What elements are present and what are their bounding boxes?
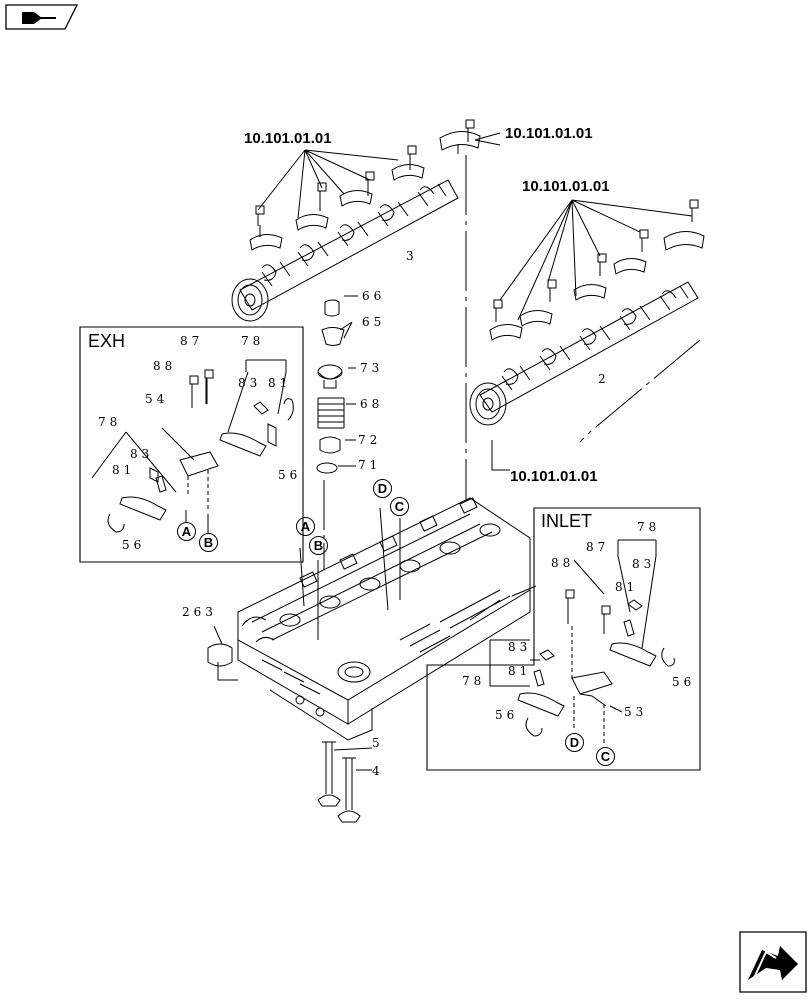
camshaft-3 <box>231 179 459 322</box>
inlet-callout-83-bottom: 83 <box>508 640 532 654</box>
inlet-assembly <box>489 539 675 746</box>
ref-leader-3 <box>499 199 693 321</box>
inlet-callout-56-left: 56 <box>495 708 519 722</box>
exh-callout-56-bottom: 56 <box>122 538 146 552</box>
head-marker-b: B <box>309 536 328 555</box>
cam3-caps <box>249 119 481 251</box>
exh-marker-a: A <box>177 522 196 541</box>
ref-label-camcap-left: 10.101.01.01 <box>244 130 332 147</box>
plug-263 <box>207 625 233 667</box>
book-return-icon[interactable] <box>12 8 68 26</box>
callout-4: 4 <box>372 764 384 778</box>
inlet-callout-83-top: 83 <box>632 557 656 571</box>
callout-71: 71 <box>358 458 382 472</box>
callout-3: 3 <box>406 249 418 263</box>
inlet-marker-c: C <box>596 747 615 766</box>
inlet-callout-81-top: 81 <box>615 580 639 594</box>
exh-callout-83-top: 83 <box>238 376 262 390</box>
exh-assembly <box>91 359 294 534</box>
callout-73: 73 <box>360 361 384 375</box>
inlet-callout-81-bottom: 81 <box>508 664 532 678</box>
exh-marker-b: B <box>199 533 218 552</box>
ref-label-camcap-top: 10.101.01.01 <box>505 125 593 142</box>
callout-2: 2 <box>598 372 610 386</box>
inlet-callout-87: 87 <box>586 540 610 554</box>
callout-72: 72 <box>358 433 382 447</box>
exh-callout-83-bottom: 83 <box>130 447 154 461</box>
exh-callout-87: 87 <box>180 334 204 348</box>
inlet-callout-88: 88 <box>551 556 575 570</box>
inlet-marker-d: D <box>565 733 584 752</box>
exh-callout-78-bottom: 78 <box>98 415 122 429</box>
inlet-callout-78-top: 78 <box>637 520 661 534</box>
ref-label-camcap-right: 10.101.01.01 <box>522 178 610 195</box>
callout-5: 5 <box>372 736 384 750</box>
exh-box-title: EXH <box>88 331 126 351</box>
head-marker-c: C <box>390 497 409 516</box>
ref-leader-2 <box>474 132 501 146</box>
exh-callout-88: 88 <box>153 359 177 373</box>
exh-callout-54: 54 <box>145 392 169 406</box>
camshaft-2 <box>469 281 699 426</box>
valves <box>317 741 373 823</box>
callout-66: 66 <box>362 289 386 303</box>
exh-callout-56-right: 56 <box>278 468 302 482</box>
ref-label-head: 10.101.01.01 <box>510 468 598 485</box>
cam2-caps <box>489 199 705 341</box>
callout-65: 65 <box>362 315 386 329</box>
exh-callout-78-top: 78 <box>241 334 265 348</box>
exh-callout-81-top: 81 <box>268 376 292 390</box>
inlet-callout-56-right: 56 <box>672 675 696 689</box>
exh-callout-81-bottom: 81 <box>112 463 136 477</box>
head-marker-a: A <box>296 517 315 536</box>
inlet-box-title: INLET <box>541 511 593 531</box>
callout-68: 68 <box>360 397 384 411</box>
inlet-callout-78-bottom: 78 <box>462 674 486 688</box>
ref-leader-1 <box>257 149 399 219</box>
head-marker-d: D <box>373 479 392 498</box>
callout-263: 263 <box>182 605 217 619</box>
inlet-callout-53: 53 <box>624 705 648 719</box>
cylinder-head <box>237 497 531 741</box>
next-page-arrow-icon[interactable] <box>744 938 802 988</box>
valve-parts-stack <box>316 299 345 474</box>
